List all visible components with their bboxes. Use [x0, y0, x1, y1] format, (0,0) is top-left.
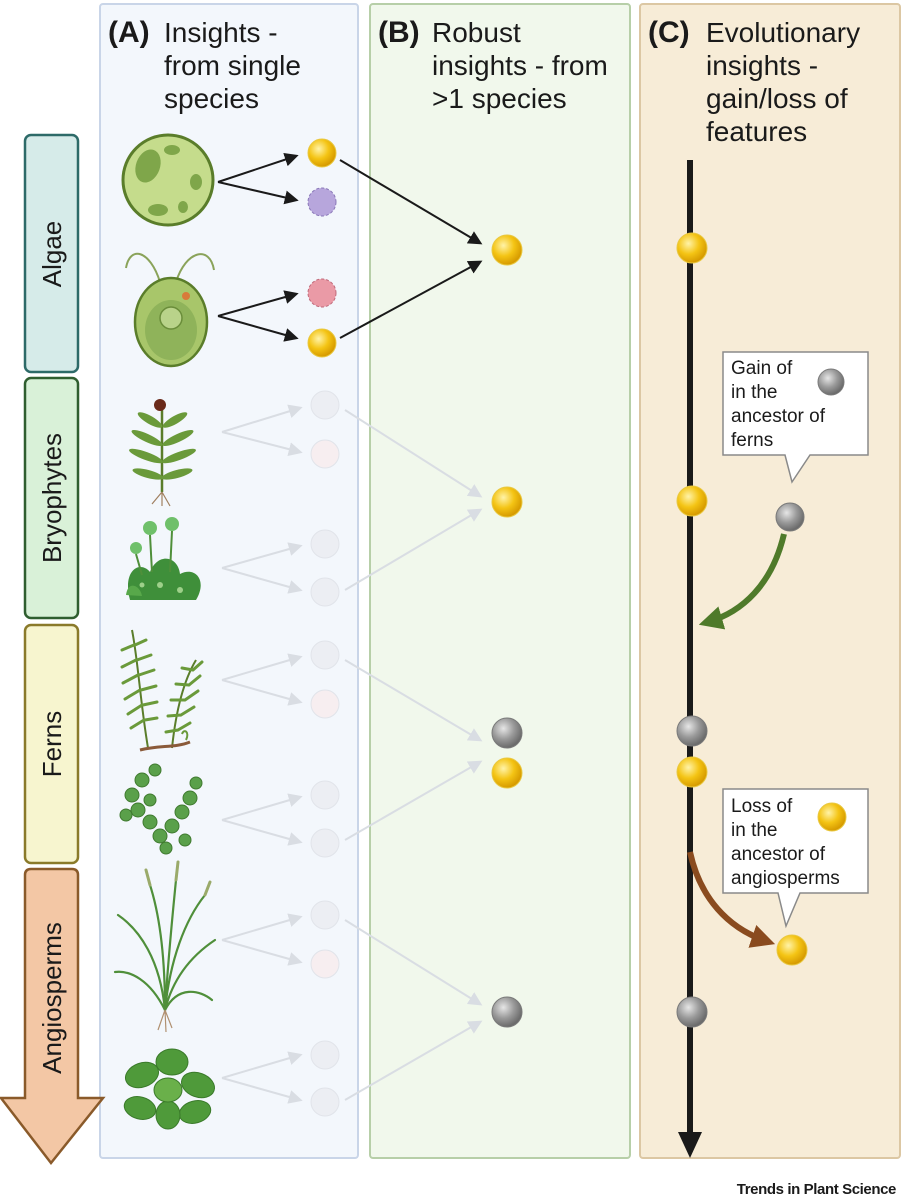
panel-c-letter: (C): [648, 16, 690, 49]
panel-b-title-line-3: >1 species: [432, 83, 567, 114]
grey-feature-dot: [491, 717, 523, 749]
panel-a-faded-arrows: [221, 404, 303, 1104]
group-ferns-label: Ferns: [37, 711, 67, 777]
gain-callout-line-3: ancestor of: [731, 406, 826, 427]
panel-a-letter: (A): [108, 16, 150, 49]
panel-c-title-line-1: Evolutionary: [706, 17, 860, 48]
rosette-plant-icon: [123, 1048, 215, 1130]
yellow-feature-dot: [676, 756, 708, 788]
loss-callout: Loss of in the ancestor of angiosperms: [722, 788, 869, 929]
flagellate-alga-icon: [125, 252, 215, 368]
panel-c-title-line-4: features: [706, 116, 807, 147]
group-bryophytes-label: Bryophytes: [37, 433, 67, 563]
panel-b-title-line-2: insights - from: [432, 50, 608, 81]
yellow-feature-dot: [491, 486, 523, 518]
grey-feature-dot: [491, 996, 523, 1028]
gain-callout-line-4: ferns: [731, 430, 773, 451]
panel-b-letter: (B): [378, 16, 420, 49]
grey-feature-dot: [817, 368, 845, 396]
panel-b-faded-arrows: [344, 409, 483, 1101]
loss-callout-line-3: ancestor of: [731, 844, 826, 865]
yellow-feature-dot: [491, 757, 523, 789]
grey-feature-dot: [676, 715, 708, 747]
clubmoss-icon: [119, 763, 203, 855]
panel-a-heading: (A) Insights - from single species: [108, 16, 301, 114]
panel-b-title-line-1: Robust: [432, 17, 521, 48]
panel-c-title-line-3: gain/loss of: [706, 83, 848, 114]
grass-icon: [113, 860, 217, 1033]
group-angiosperms-label: Angiosperms: [37, 922, 67, 1074]
pink-feature-dot: [307, 278, 337, 308]
gain-callout-line-2: in the: [731, 382, 777, 403]
panel-b-heading: (B) Robust insights - from >1 species: [378, 16, 608, 114]
panel-a-title-line-3: species: [164, 83, 259, 114]
loss-callout-line-4: angiosperms: [731, 868, 840, 889]
gain-callout-line-1: Gain of: [731, 358, 793, 379]
yellow-feature-dot: [776, 934, 808, 966]
panel-b-background: [369, 3, 631, 1159]
moss-icon: [129, 399, 196, 507]
yellow-feature-dot: [676, 485, 708, 517]
yellow-feature-dot: [491, 234, 523, 266]
purple-feature-dot: [307, 187, 337, 217]
panel-b-convergence-arrows: [339, 159, 483, 339]
loss-arrow: [687, 851, 776, 948]
yellow-feature-dot: [817, 802, 847, 832]
loss-callout-line-1: Loss of: [731, 796, 793, 817]
yellow-feature-dot: [307, 138, 337, 168]
group-ferns: Ferns: [23, 623, 80, 865]
panel-a-title-line-2: from single: [164, 50, 301, 81]
group-bryophytes: Bryophytes: [23, 376, 80, 620]
evolution-timeline: [678, 160, 702, 1158]
journal-credit: Trends in Plant Science: [737, 1181, 896, 1198]
grey-feature-dot: [676, 996, 708, 1028]
panel-c-heading: (C) Evolutionary insights - gain/loss of…: [648, 16, 860, 147]
loss-callout-line-2: in the: [731, 820, 777, 841]
gain-callout: Gain of in the ancestor of ferns: [722, 351, 869, 484]
panel-a-title-line-1: Insights -: [164, 17, 278, 48]
round-alga-icon: [121, 133, 215, 227]
panel-c-background: [639, 3, 901, 1159]
gain-arrow: [698, 533, 787, 630]
yellow-feature-dot: [307, 328, 337, 358]
group-algae: Algae: [23, 133, 80, 374]
liverwort-icon: [126, 517, 201, 600]
panel-a-faded-dots: [310, 390, 340, 1117]
panel-c-title-line-2: insights -: [706, 50, 818, 81]
fern-icon: [120, 629, 204, 752]
group-angiosperms: Angiosperms: [0, 867, 106, 1166]
yellow-feature-dot: [676, 232, 708, 264]
panel-a-algae-arrows: [217, 152, 299, 342]
group-algae-label: Algae: [37, 221, 67, 288]
grey-feature-dot: [775, 502, 805, 532]
